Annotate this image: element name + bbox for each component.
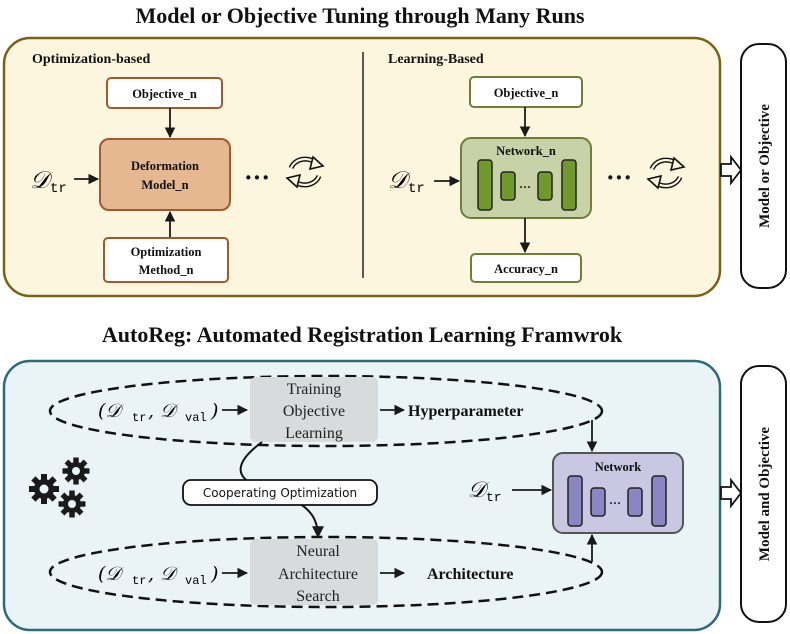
lower-data-open: (𝒟 — [98, 563, 124, 585]
upper-data-comma: , 𝒟 — [148, 400, 179, 422]
deformation-label: Deformation — [131, 159, 199, 173]
learning-label: Learning — [285, 425, 343, 442]
neural-label: Neural — [296, 543, 340, 560]
lower-loop-ellipse — [48, 535, 604, 609]
objective-label: Objective — [283, 403, 345, 420]
search-label: Search — [296, 588, 340, 605]
architecture-nas-label: Architecture — [278, 566, 358, 583]
opt-objective-label: Objective_n — [132, 87, 197, 101]
opt-objective-box — [106, 77, 223, 109]
opt-ellipsis: ··· — [244, 163, 270, 192]
upper-data-val: val — [185, 411, 207, 425]
lower-data-input: (𝒟 tr , 𝒟 val ) — [98, 563, 218, 588]
accuracy-n-box — [470, 253, 582, 283]
model-n-label: Model_n — [141, 178, 188, 192]
top-output-arrow — [720, 154, 743, 186]
network-label: Network — [595, 460, 642, 474]
gears-icon — [29, 457, 90, 518]
lower-data-tr: tr — [132, 574, 146, 588]
refresh-icon — [646, 156, 686, 190]
network-layers: ··· — [567, 475, 667, 527]
hyperparameter-label: Hyperparameter — [408, 403, 524, 420]
network-n-label: Network_n — [496, 144, 556, 158]
nas-box — [250, 539, 378, 605]
network-n-box — [460, 137, 592, 219]
svg-text:···: ··· — [519, 180, 531, 194]
network-data-symbol: 𝒟 — [468, 478, 490, 503]
top-title: Model or Objective Tuning through Many R… — [135, 3, 584, 28]
upper-loop-ellipse — [48, 374, 604, 448]
cooperating-optimization-box — [182, 479, 378, 506]
deformation-model-box — [99, 138, 231, 211]
method-n-label: Method_n — [139, 263, 194, 277]
training-label: Training — [287, 381, 342, 398]
opt-data-sub: tr — [50, 181, 67, 197]
upper-data-open: (𝒟 — [98, 400, 124, 422]
bottom-side-box — [740, 365, 787, 623]
bottom-side-label: Model and Objective — [757, 427, 773, 561]
opt-method-box — [103, 237, 229, 283]
learn-objective-box — [469, 76, 583, 108]
upper-data-input: (𝒟 tr , 𝒟 val ) — [98, 400, 218, 425]
learn-ellipsis: ··· — [606, 163, 632, 192]
lower-data-comma: , 𝒟 — [148, 563, 179, 585]
cooperating-optimization-label: Cooperating Optimization — [203, 486, 357, 500]
lower-data-val: val — [185, 574, 207, 588]
network-data-sub: tr — [486, 490, 502, 505]
refresh-icon — [285, 155, 325, 189]
optimization-based-label: Optimization-based — [32, 52, 150, 67]
svg-text:···: ··· — [609, 496, 621, 510]
upper-data-tr: tr — [132, 411, 146, 425]
training-objective-box — [250, 377, 378, 442]
network-n-layers: ··· — [477, 159, 577, 211]
bottom-title: AutoReg: Automated Registration Learning… — [102, 322, 623, 347]
learn-data-sub: tr — [408, 181, 425, 197]
bottom-output-arrow — [720, 477, 743, 509]
architecture-label: Architecture — [427, 566, 513, 583]
lower-data-close: ) — [210, 563, 218, 585]
upper-data-close: ) — [210, 400, 218, 422]
top-side-box — [740, 43, 787, 289]
learning-based-label: Learning-Based — [388, 52, 484, 67]
learn-objective-label: Objective_n — [494, 86, 559, 100]
network-box — [552, 452, 684, 534]
accuracy-n-label: Accuracy_n — [494, 262, 558, 276]
top-side-label: Model or Objective — [757, 104, 773, 228]
optimization-label: Optimization — [131, 245, 202, 259]
